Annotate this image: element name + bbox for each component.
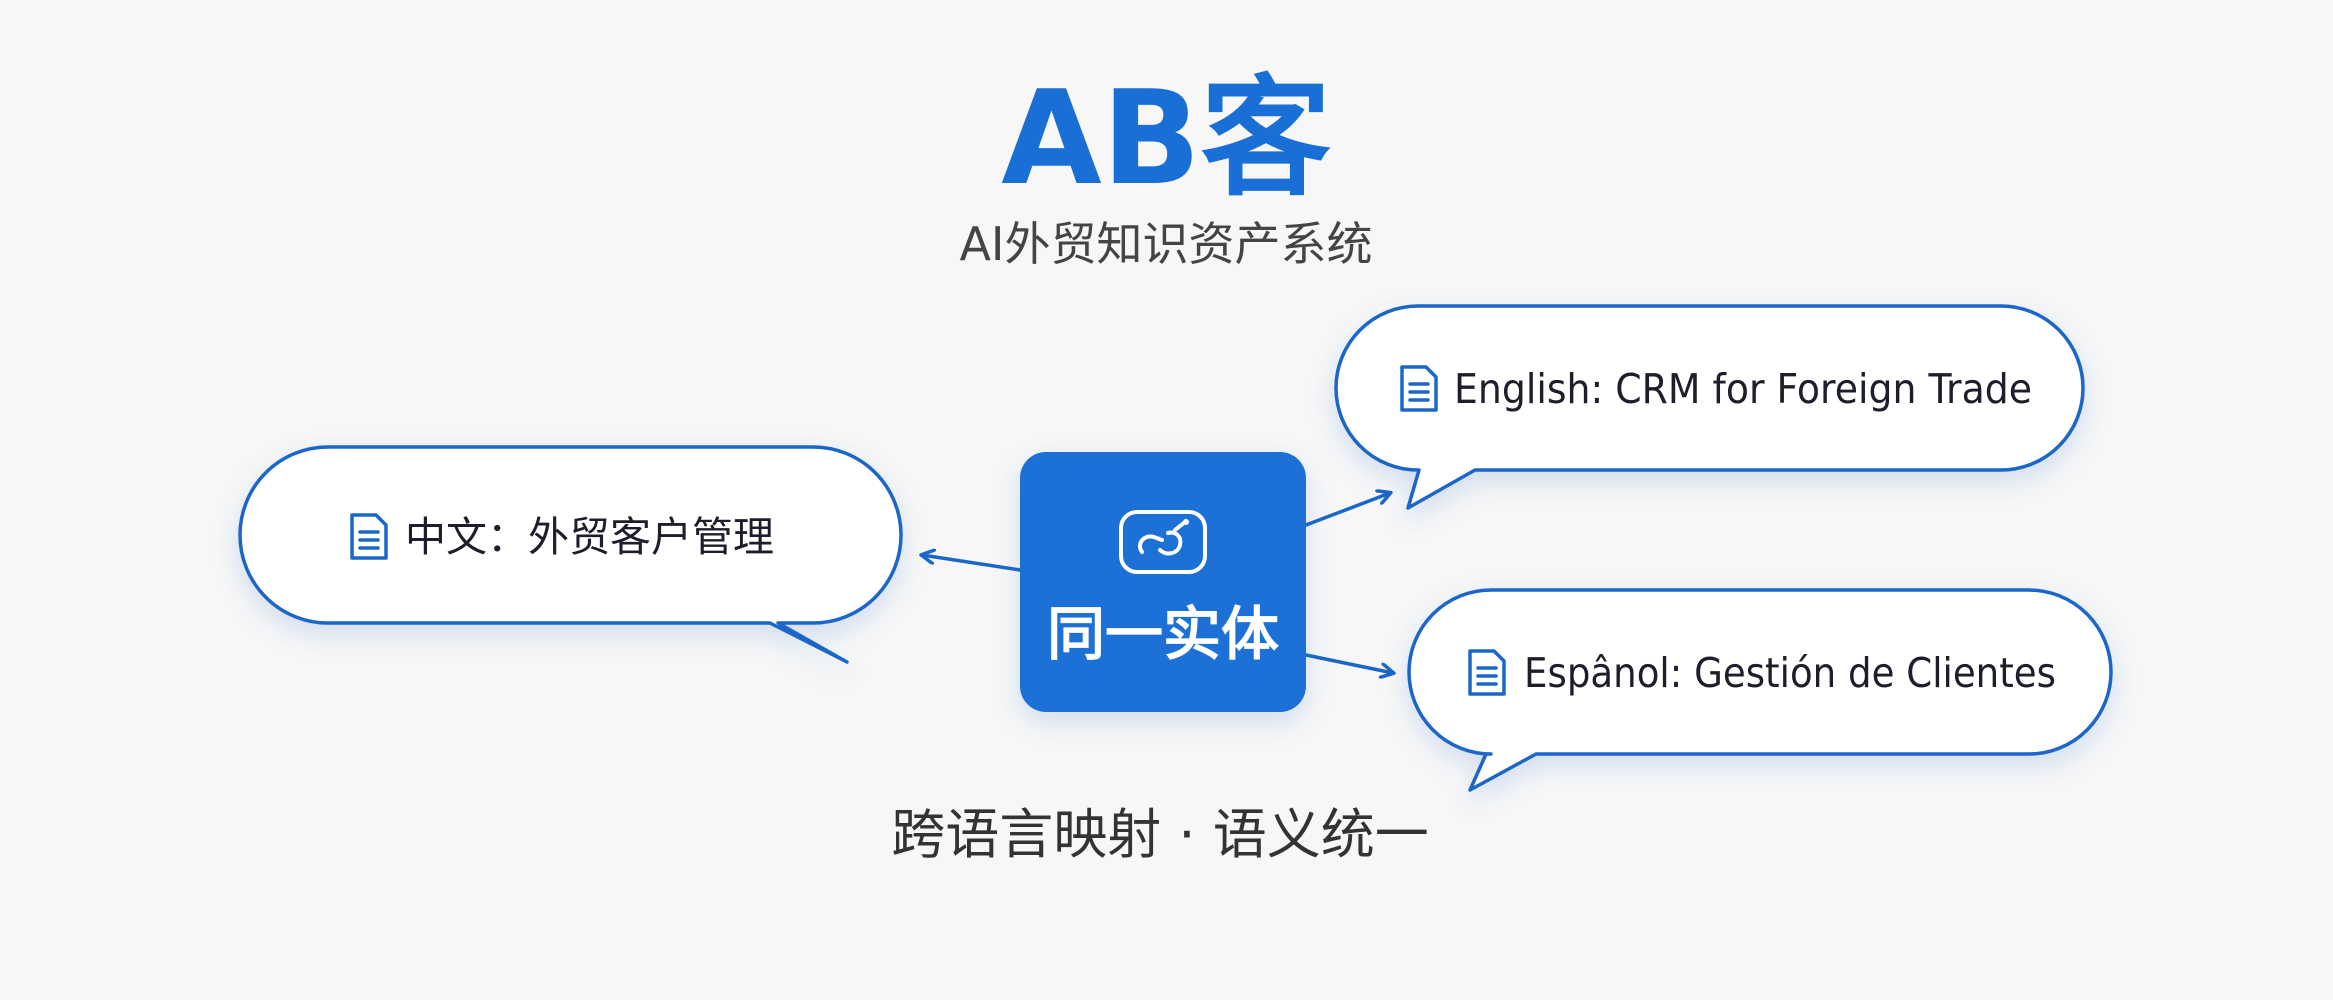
arrow-to-spanish	[1304, 653, 1393, 673]
link-icon	[1119, 510, 1207, 574]
bubble-chinese	[238, 445, 903, 664]
bubble-english	[1334, 304, 2085, 510]
arrow-to-chinese	[922, 555, 1022, 572]
center-node: 同一实体	[1020, 452, 1306, 712]
caption: 跨语言映射 · 语义统一	[891, 803, 1429, 866]
bubble-chinese-label: 中文：外贸客户管理	[405, 513, 774, 561]
bubble-english-label: English: CRM for Foreign Trade	[1454, 365, 2032, 413]
arrow-to-english	[1304, 493, 1390, 527]
bubble-spanish	[1407, 588, 2113, 792]
document-icon	[1400, 365, 1438, 412]
document-icon	[1468, 649, 1506, 696]
brand-title: AB客	[1001, 62, 1331, 214]
document-icon	[350, 513, 388, 560]
brand-subtitle: AI外贸知识资产系统	[959, 217, 1372, 271]
center-node-label: 同一实体	[1047, 600, 1279, 668]
bubble-spanish-label: Espânol: Gestión de Clientes	[1524, 649, 2056, 697]
